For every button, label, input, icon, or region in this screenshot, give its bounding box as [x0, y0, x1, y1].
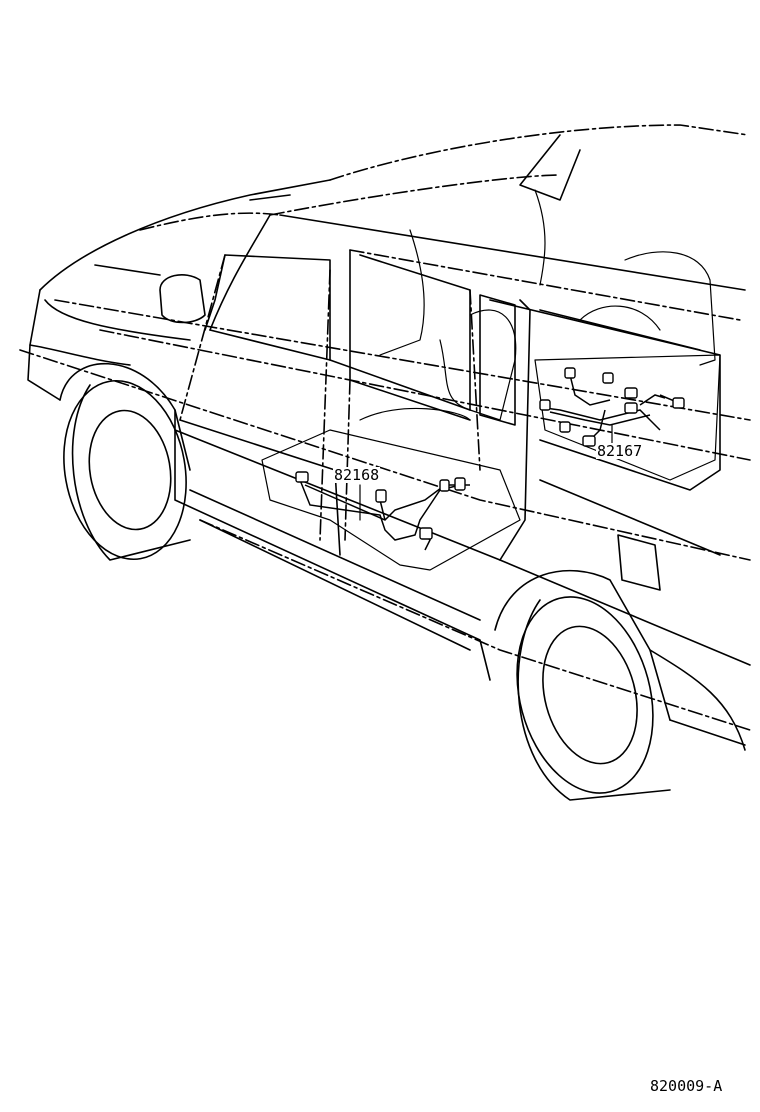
figure-code: 820009-A — [649, 1077, 724, 1095]
callout-part-82168: 82168 — [333, 466, 381, 484]
vehicle-body-outline — [27, 134, 751, 751]
wire-harness-front — [295, 471, 470, 551]
callout-part-82167: 82167 — [596, 442, 644, 460]
rear-wheel — [516, 596, 671, 801]
wire-harness-rear — [539, 367, 685, 447]
front-wheel — [63, 379, 191, 561]
hidden-outline-lines — [19, 124, 751, 731]
